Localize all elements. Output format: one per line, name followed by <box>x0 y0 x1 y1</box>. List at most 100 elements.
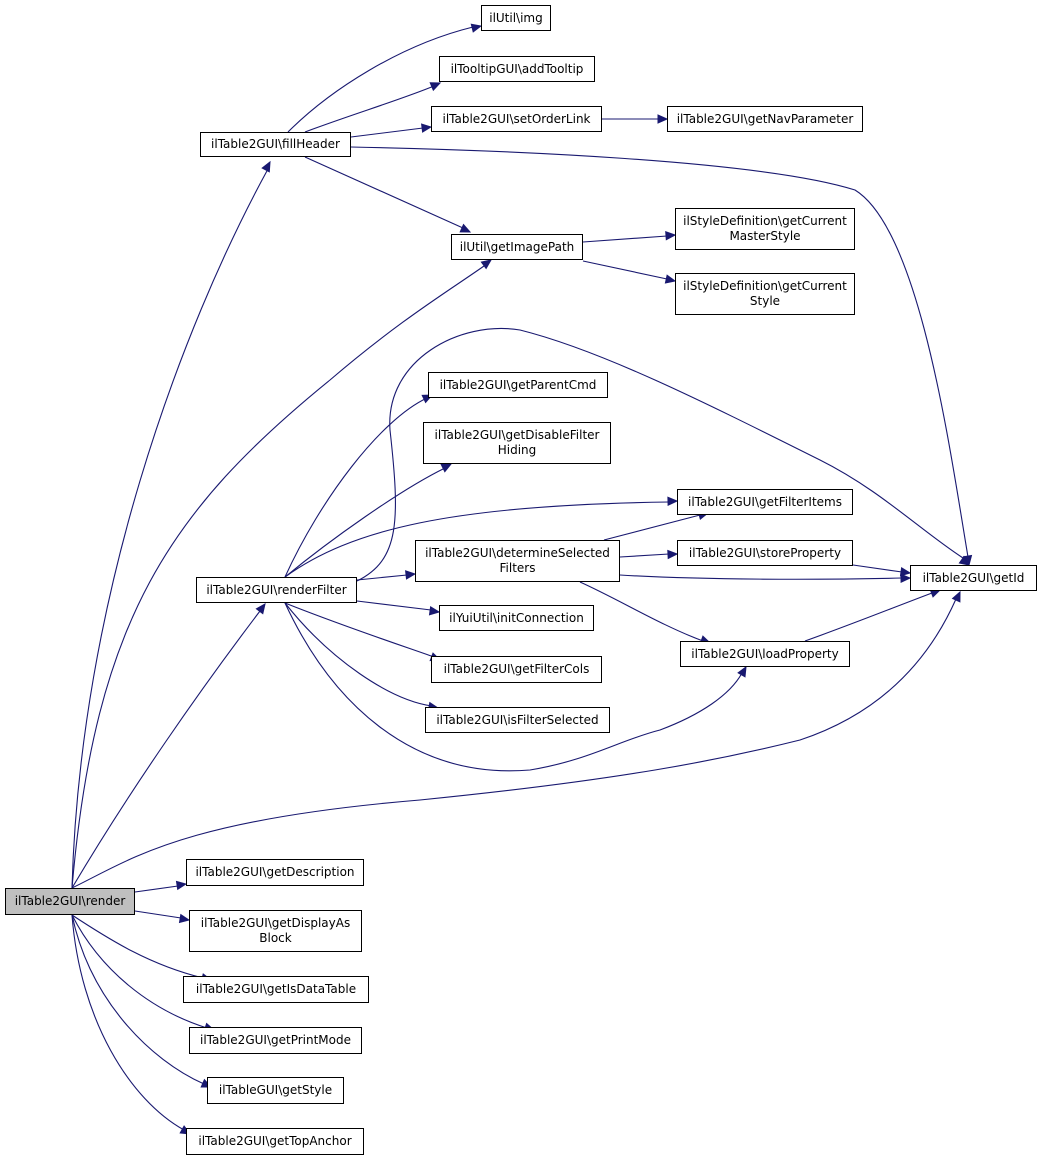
node-getcurrentstyle-label-1: ilStyleDefinition\getCurrent <box>683 279 847 293</box>
edge-fillHeader-to-img <box>287 26 474 133</box>
arrowhead-getImagePath-to-getCurrentStyle <box>664 274 677 284</box>
arrowhead-renderFilter-to-getId <box>958 555 971 566</box>
edge-renderFilter-to-determineSelectedFilters <box>356 574 408 581</box>
node-getcurrentmasterstyle-label-2: MasterStyle <box>729 229 801 243</box>
edge-render-to-getDisplayAsBlock <box>134 910 182 919</box>
arrowhead-fillHeader-to-setOrderLink <box>421 123 433 133</box>
node-getfiltercols-label: ilTable2GUI\getFilterCols <box>443 662 590 676</box>
edge-renderFilter-to-getFilterCols <box>284 602 435 658</box>
node-initconnection-label: ilYuiUtil\initConnection <box>449 610 584 625</box>
node-getstyle-label: ilTableGUI\getStyle <box>218 1083 333 1097</box>
arrowhead-renderFilter-to-getDisableFilterHiding <box>440 463 453 473</box>
node-getnavparameter-label: ilTable2GUI\getNavParameter <box>676 111 854 126</box>
edge-render-to-renderFilter <box>71 610 261 889</box>
node-render-label: ilTable2GUI\render <box>14 894 126 908</box>
edge-determineSelectedFilters-to-loadProperty <box>579 581 704 642</box>
node-storeproperty-label: ilTable2GUI\storeProperty <box>688 545 842 560</box>
arrowhead-renderFilter-to-getFilterItems <box>667 496 679 506</box>
node-getfiltercols[interactable]: ilTable2GUI\getFilterCols <box>431 656 602 683</box>
arrowhead-fillHeader-to-getImagePath <box>459 223 472 233</box>
node-gettopanchor[interactable]: ilTable2GUI\getTopAnchor <box>186 1128 364 1155</box>
edge-renderFilter-to-isFilterSelected <box>284 602 433 707</box>
edge-render-to-getImagePath <box>71 265 485 889</box>
edge-determineSelectedFilters-to-getId <box>619 574 903 580</box>
edge-determineSelectedFilters-to-getFilterItems <box>603 514 701 541</box>
edge-render-to-getDescription <box>134 885 179 893</box>
node-getcurrentstyle-label-2: Style <box>749 294 781 308</box>
edge-loadProperty-to-getId <box>804 592 933 642</box>
edge-render-to-getTopAnchor <box>71 914 185 1131</box>
node-getfilteritems[interactable]: ilTable2GUI\getFilterItems <box>677 489 853 515</box>
arrowhead-renderFilter-to-initConnection <box>428 605 441 616</box>
node-getparentcmd[interactable]: ilTable2GUI\getParentCmd <box>428 372 608 398</box>
arrowhead-renderFilter-to-determineSelectedFilters <box>405 570 417 580</box>
edge-getImagePath-to-getCurrentMasterStyle <box>582 235 668 243</box>
edge-storeProperty-to-getId <box>852 564 903 573</box>
node-getparentcmd-label: ilTable2GUI\getParentCmd <box>439 377 597 392</box>
node-img[interactable]: ilUtil\img <box>481 5 551 31</box>
node-setorderlink-label: ilTable2GUI\setOrderLink <box>442 111 591 126</box>
node-getdisplayasblock[interactable]: ilTable2GUI\getDisplayAs Block <box>189 910 362 952</box>
node-determineselectedfilters[interactable]: ilTable2GUI\determineSelected Filters <box>415 540 620 582</box>
arrowhead-render-to-getDescription <box>175 880 188 891</box>
edge-renderFilter-to-getDisableFilterHiding <box>284 467 446 578</box>
node-render: ilTable2GUI\render <box>5 888 135 915</box>
node-fillheader[interactable]: ilTable2GUI\fillHeader <box>200 132 351 157</box>
arrowhead-render-to-getDisplayAsBlock <box>178 913 191 924</box>
node-setorderlink[interactable]: ilTable2GUI\setOrderLink <box>431 106 602 132</box>
arrowhead-getImagePath-to-getCurrentMasterStyle <box>665 230 677 241</box>
edge-render-to-getIsDataTable <box>71 914 204 979</box>
node-getdisplayasblock-label-2: Block <box>259 931 292 945</box>
edge-fillHeader-to-addTooltip <box>304 85 435 133</box>
node-getid-label: ilTable2GUI\getId <box>922 570 1025 585</box>
node-getdisablefilterhiding[interactable]: ilTable2GUI\getDisableFilter Hiding <box>423 422 611 464</box>
arrowhead-render-to-fillHeader <box>261 160 271 173</box>
node-determineselectedfilters-label-1: ilTable2GUI\determineSelected <box>425 546 610 560</box>
node-storeproperty[interactable]: ilTable2GUI\storeProperty <box>677 540 853 566</box>
node-getcurrentmasterstyle[interactable]: ilStyleDefinition\getCurrent MasterStyle <box>675 208 855 250</box>
node-getnavparameter[interactable]: ilTable2GUI\getNavParameter <box>667 106 863 132</box>
node-getdescription[interactable]: ilTable2GUI\getDescription <box>186 859 364 886</box>
edge-renderFilter-to-initConnection <box>356 600 432 611</box>
node-isfilterselected-label: ilTable2GUI\isFilterSelected <box>436 712 599 727</box>
node-getdisablefilterhiding-label-2: Hiding <box>497 443 537 457</box>
node-loadproperty[interactable]: ilTable2GUI\loadProperty <box>680 641 850 667</box>
edge-render-to-getPrintMode <box>71 914 208 1029</box>
arrowhead-fillHeader-to-addTooltip <box>429 82 442 92</box>
node-loadproperty-label: ilTable2GUI\loadProperty <box>691 646 839 661</box>
arrowhead-determineSelectedFilters-to-getId <box>900 573 912 583</box>
arrowhead-renderFilter-to-loadProperty <box>737 665 747 678</box>
arrowhead-render-to-getId <box>951 590 961 603</box>
arrowhead-render-to-getImagePath <box>480 259 492 270</box>
node-getcurrentstyle[interactable]: ilStyleDefinition\getCurrent Style <box>675 273 855 315</box>
arrowhead-setOrderLink-to-getNavParameter <box>657 114 669 124</box>
node-getstyle[interactable]: ilTableGUI\getStyle <box>207 1077 344 1104</box>
node-isfilterselected[interactable]: ilTable2GUI\isFilterSelected <box>425 707 610 733</box>
edge-fillHeader-to-setOrderLink <box>350 127 424 138</box>
node-getcurrentmasterstyle-label-1: ilStyleDefinition\getCurrent <box>683 214 847 228</box>
arrowhead-determineSelectedFilters-to-storeProperty <box>667 549 679 560</box>
edge-renderFilter-to-loadProperty <box>284 602 743 772</box>
edge-getImagePath-to-getCurrentStyle <box>582 260 668 280</box>
edge-renderFilter-to-getFilterItems <box>284 501 670 578</box>
node-getprintmode-label: ilTable2GUI\getPrintMode <box>199 1033 351 1047</box>
node-getdisplayasblock-label-1: ilTable2GUI\getDisplayAs <box>200 916 351 930</box>
node-initconnection[interactable]: ilYuiUtil\initConnection <box>439 605 594 631</box>
node-getimagepath[interactable]: ilUtil\getImagePath <box>451 234 583 260</box>
node-getisdatatable[interactable]: ilTable2GUI\getIsDataTable <box>183 976 369 1003</box>
node-getid[interactable]: ilTable2GUI\getId <box>910 565 1037 591</box>
node-getdescription-label: ilTable2GUI\getDescription <box>195 865 355 879</box>
node-getfilteritems-label: ilTable2GUI\getFilterItems <box>688 494 842 509</box>
node-img-label: ilUtil\img <box>489 10 543 25</box>
node-addtooltip[interactable]: ilTooltipGUI\addTooltip <box>439 56 595 82</box>
node-determineselectedfilters-label-2: Filters <box>499 561 536 575</box>
edge-fillHeader-to-getId <box>350 146 969 558</box>
node-getdisablefilterhiding-label-1: ilTable2GUI\getDisableFilter <box>434 428 600 442</box>
edge-renderFilter-to-getId <box>356 328 964 582</box>
node-renderfilter[interactable]: ilTable2GUI\renderFilter <box>196 577 357 603</box>
node-getprintmode[interactable]: ilTable2GUI\getPrintMode <box>189 1027 362 1054</box>
node-addtooltip-label: ilTooltipGUI\addTooltip <box>450 61 584 76</box>
edge-render-to-getStyle <box>71 914 205 1085</box>
